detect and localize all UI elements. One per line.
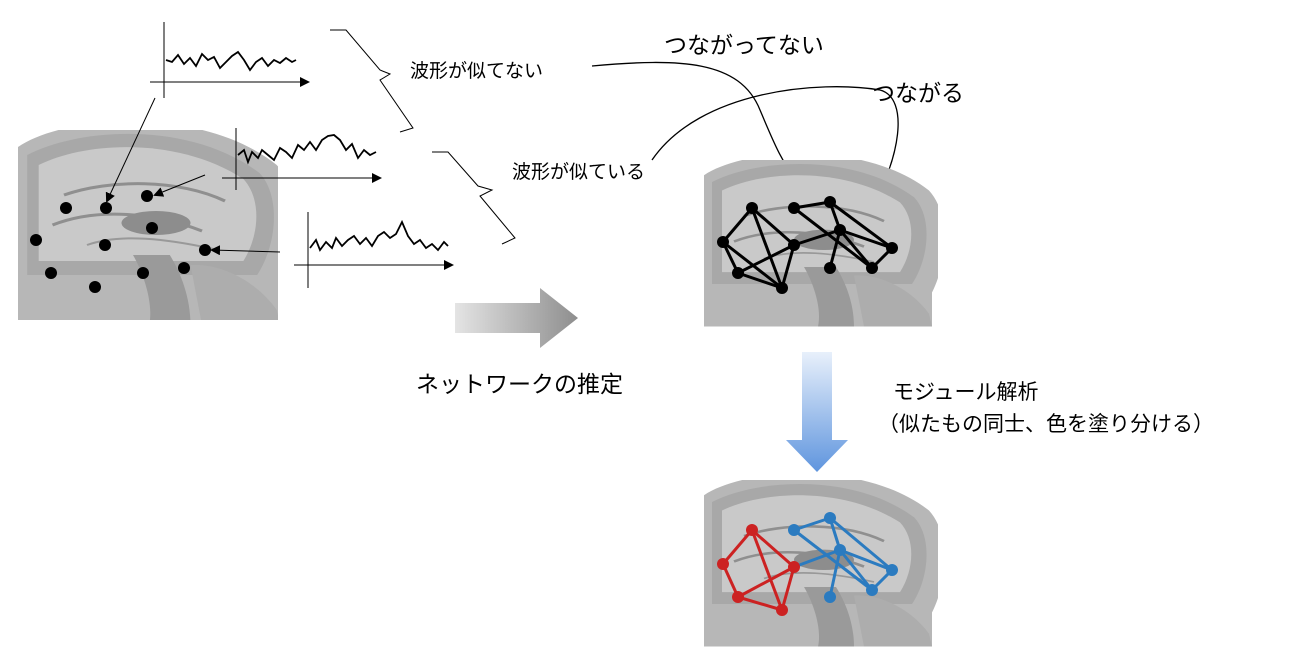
module-brain-image [702,480,938,648]
label-connected: つながる [872,81,964,107]
module-edges-blue [793,516,894,598]
label-module-note: （似たもの同士、色を塗り分ける） [878,412,1214,436]
label-network-estimation: ネットワークの推定 [416,372,623,398]
pointer-arrows [105,97,281,256]
label-not-connected: つながってない [664,33,824,59]
electrode-nodes [30,190,211,293]
label-dissimilar: 波形が似てない [410,60,544,82]
network-nodes [717,196,898,294]
module-nodes-red [717,524,800,616]
waveform-plot-3 [294,212,454,288]
label-similar: 波形が似ている [512,161,646,183]
waveform-plot-2 [222,128,382,190]
brace-dissimilar [330,29,414,133]
brace-similar [432,151,516,245]
label-module-analysis: モジュール解析 [893,380,1039,404]
network-estimation-arrow [455,288,578,348]
waveform-plot-1 [150,22,310,98]
module-nodes-blue [788,512,898,603]
module-analysis-arrow [786,352,848,472]
module-edges-red [721,528,796,612]
curved-arrow-connected [651,86,899,212]
network-brain-image [702,160,938,328]
